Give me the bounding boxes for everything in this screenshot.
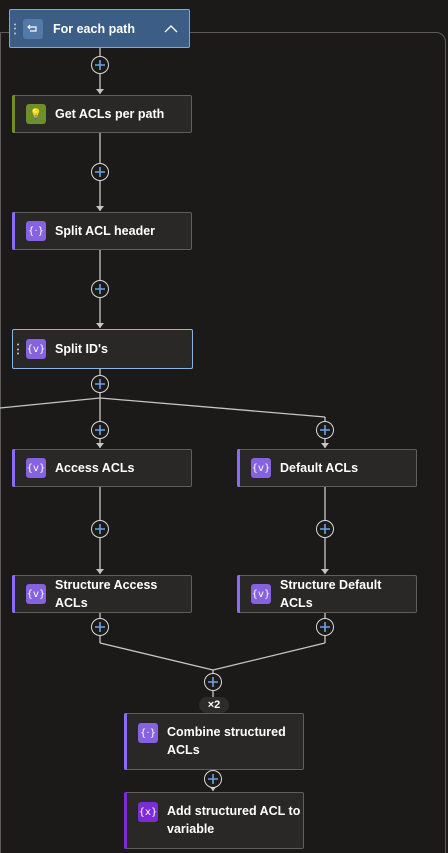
plus-icon <box>320 622 330 632</box>
action-label: Add structured ACL to variable <box>167 804 301 836</box>
action-card-get-acls[interactable]: 💡 Get ACLs per path <box>12 95 192 133</box>
action-card-add-structured-acl[interactable]: {x} Add structured ACL to variable <box>124 792 304 849</box>
expression-icon: {·} <box>138 723 158 743</box>
action-label: Split ID's <box>55 342 108 356</box>
variable-icon: {v} <box>26 458 46 478</box>
action-label: Access ACLs <box>55 461 135 475</box>
insert-step-button[interactable] <box>204 770 222 788</box>
action-label: Split ACL header <box>55 224 156 238</box>
plus-icon <box>95 425 105 435</box>
plus-icon <box>208 677 218 687</box>
action-label: Get ACLs per path <box>55 107 165 121</box>
insert-step-button[interactable] <box>91 56 109 74</box>
insert-step-button[interactable] <box>91 280 109 298</box>
insert-step-button[interactable] <box>91 421 109 439</box>
variable-x-icon: {x} <box>138 802 158 822</box>
action-card-access-acls[interactable]: {v} Access ACLs <box>12 449 192 487</box>
action-label: Structure Default ACLs <box>280 578 382 610</box>
loop-icon <box>23 18 43 39</box>
plus-icon <box>95 284 105 294</box>
plus-icon <box>95 379 105 389</box>
card-accent <box>12 575 15 613</box>
card-accent <box>12 95 15 133</box>
card-accent <box>124 792 127 849</box>
action-label: Structure Access ACLs <box>55 578 158 610</box>
plus-icon <box>95 622 105 632</box>
lightbulb-icon: 💡 <box>26 104 46 124</box>
action-card-split-ids[interactable]: {v} Split ID's <box>12 329 193 369</box>
card-accent <box>12 212 15 250</box>
action-card-structure-access-acls[interactable]: {v} Structure Access ACLs <box>12 575 192 613</box>
insert-step-button[interactable] <box>316 520 334 538</box>
card-accent <box>124 713 127 770</box>
variable-icon: {v} <box>26 584 46 604</box>
plus-icon <box>95 167 105 177</box>
variable-icon: {v} <box>251 584 271 604</box>
action-label: Default ACLs <box>280 461 359 475</box>
plus-icon <box>95 60 105 70</box>
insert-step-button[interactable] <box>204 673 222 691</box>
variable-icon: {v} <box>26 339 46 359</box>
plus-icon <box>95 524 105 534</box>
join-count-badge: ×2 <box>199 697 229 713</box>
chevron-up-icon[interactable] <box>163 21 179 37</box>
card-accent <box>237 575 240 613</box>
card-accent <box>237 449 240 487</box>
card-accent <box>12 449 15 487</box>
plus-icon <box>320 425 330 435</box>
for-each-scope-header[interactable]: For each path <box>9 9 190 48</box>
scope-title: For each path <box>53 21 135 36</box>
insert-step-button[interactable] <box>91 618 109 636</box>
scope-container <box>0 32 446 853</box>
action-card-default-acls[interactable]: {v} Default ACLs <box>237 449 417 487</box>
variable-icon: {v} <box>251 458 271 478</box>
plus-icon <box>320 524 330 534</box>
action-label: Combine structured ACLs <box>167 725 286 757</box>
insert-step-button[interactable] <box>91 163 109 181</box>
plus-icon <box>208 774 218 784</box>
drag-handle-icon[interactable] <box>17 343 20 355</box>
expression-icon: {·} <box>26 221 46 241</box>
insert-step-button[interactable] <box>91 375 109 393</box>
action-card-split-acl-header[interactable]: {·} Split ACL header <box>12 212 192 250</box>
drag-handle-icon[interactable] <box>14 23 17 34</box>
insert-step-button[interactable] <box>316 618 334 636</box>
action-card-structure-default-acls[interactable]: {v} Structure Default ACLs <box>237 575 417 613</box>
action-card-combine-structured-acls[interactable]: {·} Combine structured ACLs <box>124 713 304 770</box>
insert-step-button[interactable] <box>91 520 109 538</box>
insert-step-button[interactable] <box>316 421 334 439</box>
